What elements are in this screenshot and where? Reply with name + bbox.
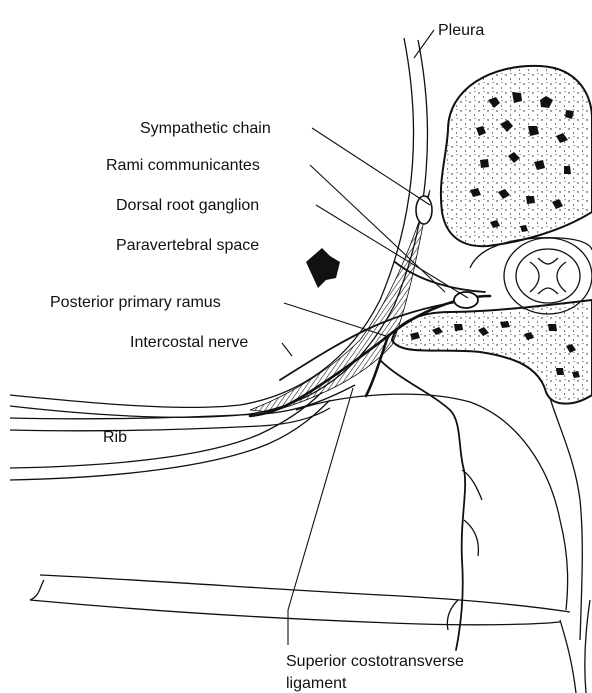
label-posterior-primary-ramus: Posterior primary ramus [50,294,221,311]
label-rami-communicantes: Rami communicantes [106,157,260,174]
label-intercostal-nerve: Intercostal nerve [130,334,248,351]
paravertebral-arrow [306,248,340,288]
label-rib: Rib [103,429,127,446]
label-pleura: Pleura [438,22,484,39]
label-dorsal-root-ganglion: Dorsal root ganglion [116,197,259,214]
label-superior-costotransverse-line1: Superior costotransverse [286,653,464,670]
label-superior-costotransverse-line2: ligament [286,675,347,692]
transverse-process [392,300,592,404]
labels: Pleura Sympathetic chain Rami communican… [50,22,484,692]
dorsal-root-ganglion-shape [454,292,478,308]
sympathetic-ganglion-shape [416,196,432,224]
label-paravertebral-space: Paravertebral space [116,237,259,254]
rib-and-chest-wall [10,385,590,693]
label-sympathetic-chain: Sympathetic chain [140,120,271,137]
